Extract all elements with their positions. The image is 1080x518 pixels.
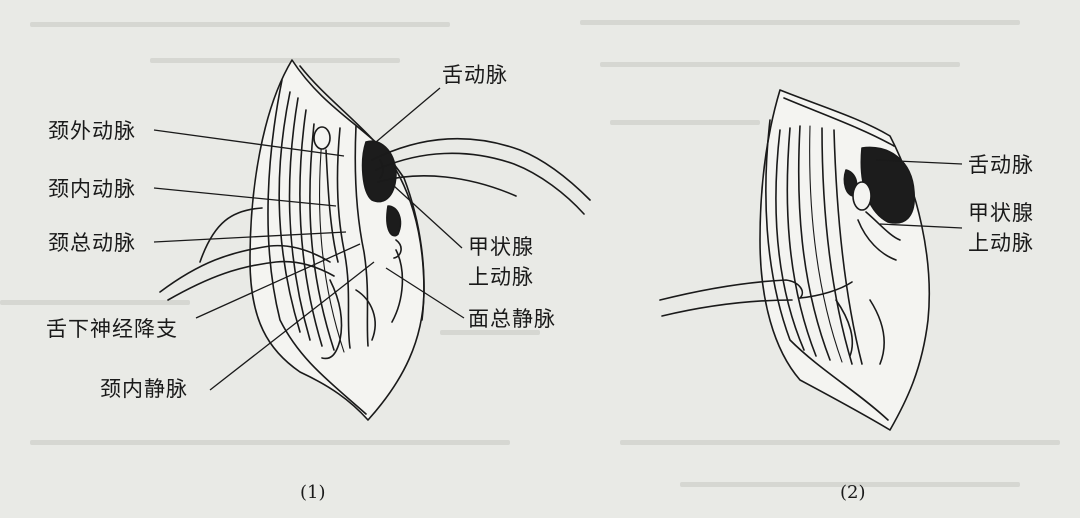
label-superior-thyroid-2-line1: 甲状腺 (968, 201, 1034, 225)
label-superior-thyroid-2-line2: 上动脉 (968, 231, 1034, 255)
forceps (159, 244, 331, 293)
figure1-drawing (159, 59, 591, 421)
figure2-drawing (659, 89, 931, 431)
label-lingual-artery: 舌动脉 (442, 63, 508, 87)
dark-cavity (361, 140, 397, 203)
figure1-leaders (153, 87, 465, 391)
figure2-caption: (2) (840, 482, 866, 503)
label-internal-carotid: 颈内动脉 (48, 177, 136, 201)
forceps-2 (659, 279, 804, 301)
leader-common-carotid (153, 231, 347, 243)
retractor-lower (377, 175, 517, 197)
figure1-caption: (1) (300, 482, 326, 503)
incision-outline-2 (759, 89, 931, 431)
leader-external-carotid (153, 129, 345, 157)
label-external-carotid: 颈外动脉 (48, 119, 136, 143)
leader-internal-carotid (153, 187, 337, 207)
label-superior-thyroid-line1: 甲状腺 (468, 235, 534, 259)
label-lingual-artery-2: 舌动脉 (968, 153, 1034, 177)
label-ansa-hypoglossi: 舌下神经降支 (46, 317, 178, 341)
leader-common-facial-vein (385, 267, 465, 319)
label-common-facial-vein: 面总静脉 (468, 307, 556, 331)
label-common-carotid: 颈总动脉 (48, 231, 136, 255)
retractor-upper (371, 138, 591, 201)
leader-ansa-hypoglossi (195, 243, 361, 319)
leader-superior-thyroid (393, 185, 463, 249)
label-superior-thyroid-line2: 上动脉 (468, 265, 534, 289)
figure2-leaders (875, 159, 963, 229)
label-internal-jugular: 颈内静脉 (100, 377, 188, 401)
leader-lingual-artery-2 (875, 159, 963, 165)
leader-lingual-artery (375, 87, 441, 143)
leader-internal-jugular (209, 261, 375, 391)
leader-superior-thyroid-2 (879, 223, 963, 229)
